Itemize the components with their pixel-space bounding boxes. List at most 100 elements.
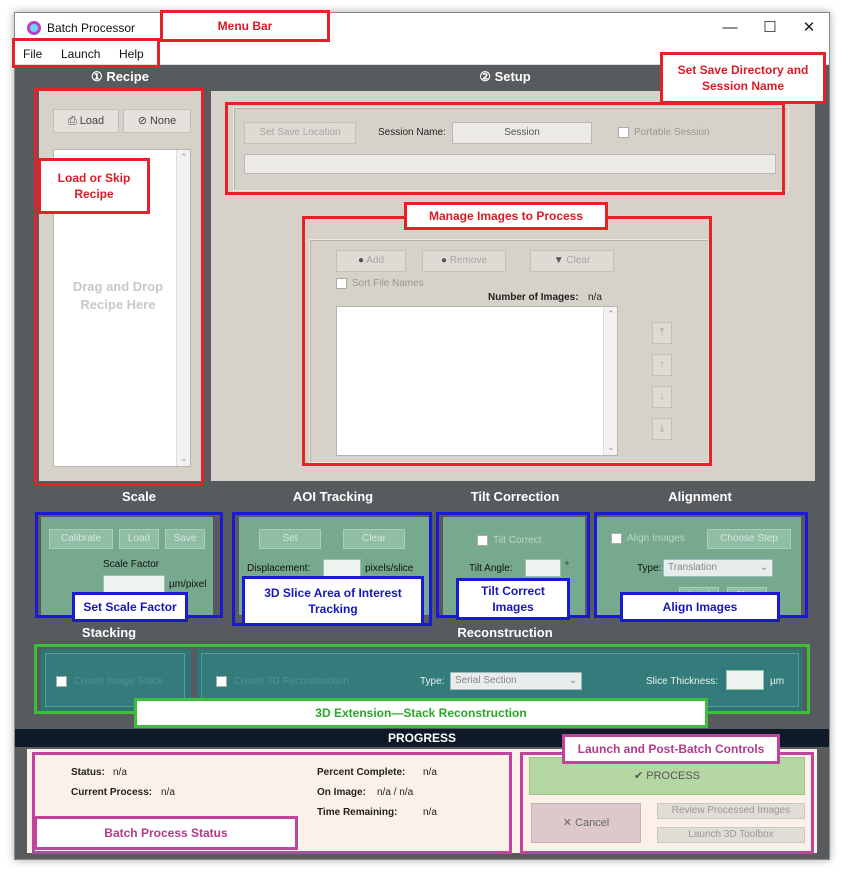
close-button[interactable]: ✕ xyxy=(802,19,816,36)
image-list[interactable]: ⌃ ⌄ xyxy=(336,306,618,456)
aoi-panel: Set Clear Displacement: pixels/slice xyxy=(239,517,429,615)
recipe-section-title: ① Recipe xyxy=(91,69,149,84)
save-dir-annotation-box xyxy=(225,102,785,195)
tilt-correct-label: Tilt Correct xyxy=(493,535,542,546)
maximize-button[interactable]: ☐ xyxy=(763,19,777,36)
reconstruction-section-title: Reconstruction xyxy=(457,625,553,640)
number-of-images-value: n/a xyxy=(588,292,602,303)
scale-factor-label: Scale Factor xyxy=(103,559,160,570)
none-icon: ⊘ xyxy=(137,115,147,127)
status-label: Status: xyxy=(71,767,105,778)
stacking-section-title: Stacking xyxy=(81,625,137,640)
scale-load-button[interactable]: Load xyxy=(119,529,159,549)
menu-file[interactable]: File xyxy=(23,47,43,61)
reconstruction-type-select[interactable]: Serial Section ⌄ xyxy=(450,672,582,690)
window-title: Batch Processor xyxy=(47,21,136,35)
sort-file-names-checkbox[interactable] xyxy=(336,278,347,289)
displacement-label: Displacement: xyxy=(247,563,311,574)
save-dir-annotation: Set Save Directory and Session Name xyxy=(660,52,826,104)
status-value: n/a xyxy=(113,767,127,778)
recipe-none-label: None xyxy=(149,115,177,127)
load-recipe-annotation: Load or Skip Recipe xyxy=(38,158,150,214)
calibrate-button[interactable]: Calibrate xyxy=(49,529,113,549)
alignment-type-label: Type: xyxy=(637,563,662,574)
menu-launch[interactable]: Launch xyxy=(61,47,101,61)
move-down-button[interactable]: ↓ xyxy=(652,386,672,408)
launch-controls-annotation-box xyxy=(520,752,814,854)
move-up-button[interactable]: ↑ xyxy=(652,354,672,376)
slice-thickness-input[interactable] xyxy=(726,670,764,690)
align-images-checkbox[interactable] xyxy=(611,533,622,544)
menu-bar: File Launch Help xyxy=(15,43,829,65)
tilt-unit-label: ° xyxy=(565,561,569,572)
reconstruction-type-value: Serial Section xyxy=(455,675,517,686)
move-top-button[interactable]: ⤒ xyxy=(652,322,672,344)
scale-unit-label: µm/pixel xyxy=(169,579,207,590)
save-settings-group: Set Save Location Session Name: Session … xyxy=(233,107,789,191)
percent-complete-label: Percent Complete: xyxy=(317,767,406,778)
displacement-unit-label: pixels/slice xyxy=(365,563,414,574)
stack-reconstruction-annotation: 3D Extension—Stack Reconstruction xyxy=(134,698,708,728)
recipe-annotation-box xyxy=(34,88,204,486)
add-label: Add xyxy=(366,255,385,266)
scroll-down-icon: ⌄ xyxy=(180,453,188,463)
create-reconstruction-label: Create 3D Reconstruction xyxy=(234,676,350,687)
recipe-load-button[interactable]: ⎙ Load xyxy=(53,109,119,133)
portable-session-checkbox[interactable] xyxy=(618,127,629,138)
time-remaining-value: n/a xyxy=(423,807,437,818)
aoi-clear-button[interactable]: Clear xyxy=(343,529,405,549)
create-stack-checkbox[interactable] xyxy=(56,676,67,687)
add-images-button[interactable]: ● Add xyxy=(336,250,406,272)
clear-images-button[interactable]: ▼ Clear xyxy=(530,250,614,272)
minimize-button[interactable]: — xyxy=(722,19,738,36)
move-bottom-button[interactable]: ⤓ xyxy=(652,418,672,440)
chevron-down-icon: ⌄ xyxy=(759,562,768,573)
choose-step-button[interactable]: Choose Step xyxy=(707,529,791,549)
session-name-input[interactable]: Session xyxy=(452,122,592,144)
create-reconstruction-checkbox[interactable] xyxy=(216,676,227,687)
cancel-button[interactable]: ✕ Cancel xyxy=(531,803,641,843)
remove-images-button[interactable]: ● Remove xyxy=(422,250,506,272)
image-list-scrollbar[interactable]: ⌃ ⌄ xyxy=(603,307,617,455)
trash-icon: ▼ xyxy=(553,255,564,266)
scroll-down-icon: ⌄ xyxy=(607,442,615,452)
alignment-type-select[interactable]: Translation ⌄ xyxy=(663,559,773,577)
set-save-location-button[interactable]: Set Save Location xyxy=(244,122,356,144)
chevron-down-icon: ⌄ xyxy=(568,675,577,686)
scroll-up-icon: ⌃ xyxy=(607,309,615,319)
scale-save-button[interactable]: Save xyxy=(165,529,205,549)
alignment-section-title: Alignment xyxy=(668,489,732,504)
tilt-angle-label: Tilt Angle: xyxy=(469,563,513,574)
launch-3d-toolbox-button[interactable]: Launch 3D Toolbox xyxy=(657,827,805,843)
batch-status-annotation: Batch Process Status xyxy=(34,816,298,850)
aoi-set-button[interactable]: Set xyxy=(259,529,321,549)
recipe-scrollbar[interactable]: ⌃ ⌄ xyxy=(176,150,190,466)
scroll-up-icon: ⌃ xyxy=(180,152,188,162)
slice-thickness-unit: µm xyxy=(770,676,785,687)
app-icon xyxy=(27,21,41,35)
on-image-label: On Image: xyxy=(317,787,366,798)
recipe-load-label: Load xyxy=(79,115,105,127)
batch-status-annotation-box xyxy=(32,752,512,854)
review-processed-button[interactable]: Review Processed Images xyxy=(657,803,805,819)
recipe-none-button[interactable]: ⊘ None xyxy=(123,109,191,133)
menu-help[interactable]: Help xyxy=(119,47,144,61)
recipe-drop-hint: Drag and Drop Recipe Here xyxy=(72,279,164,313)
on-image-value: n/a / n/a xyxy=(377,787,414,798)
tilt-correct-checkbox[interactable] xyxy=(477,535,488,546)
aoi-section-title: AOI Tracking xyxy=(292,489,374,504)
scale-factor-annotation: Set Scale Factor xyxy=(72,592,188,622)
recipe-panel: ⎙ Load ⊘ None ⌃ ⌄ Drag and Drop Recipe H… xyxy=(39,91,203,481)
align-images-label: Align Images xyxy=(627,533,685,544)
remove-icon: ● xyxy=(440,255,447,266)
portable-session-label: Portable Session xyxy=(634,127,710,138)
aoi-tracking-annotation: 3D Slice Area of Interest Tracking xyxy=(242,576,424,626)
remove-label: Remove xyxy=(449,255,488,266)
save-path-field[interactable] xyxy=(244,154,776,174)
tilt-section-title: Tilt Correction xyxy=(470,489,560,504)
align-images-annotation: Align Images xyxy=(620,592,780,622)
tilt-angle-input[interactable] xyxy=(525,559,561,577)
menu-bar-annotation: Menu Bar xyxy=(160,10,330,42)
current-process-value: n/a xyxy=(161,787,175,798)
images-annotation-box xyxy=(302,216,712,466)
